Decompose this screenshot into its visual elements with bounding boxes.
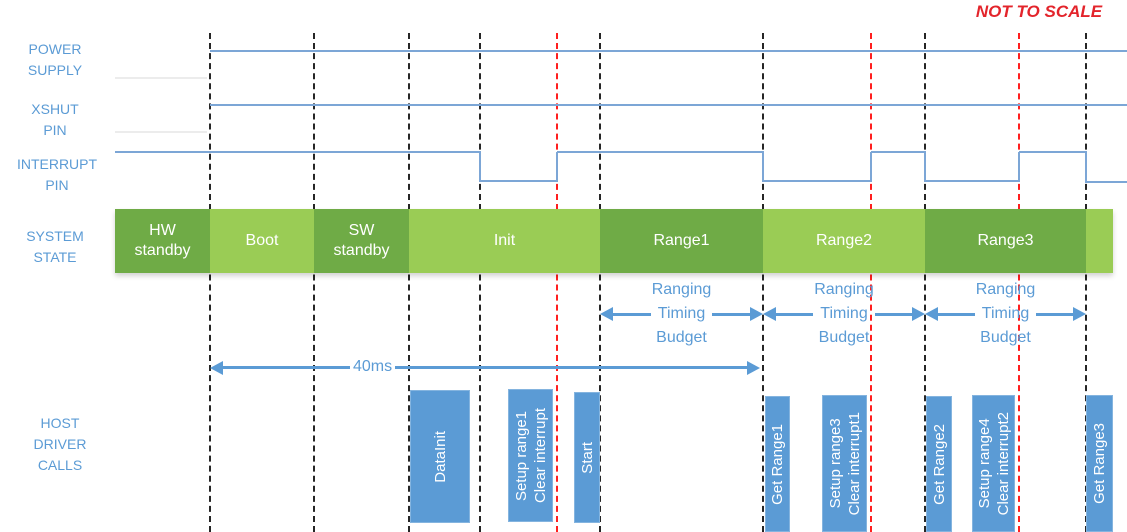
driver-call-label: Start: [578, 441, 596, 474]
driver-call-get-range2: Get Range2: [926, 396, 952, 532]
gridline-red: [870, 33, 872, 532]
row-label-system-state: SYSTEM STATE: [26, 228, 84, 265]
driver-call-get-range1: Get Range1: [765, 396, 790, 532]
interrupt-signal: [924, 152, 926, 182]
state-segment-label: Init: [493, 232, 516, 249]
driver-call-get-range3: Get Range3: [1086, 395, 1113, 532]
driver-call-datainit: DataInit: [410, 390, 470, 523]
state-segment-init: Init: [409, 209, 600, 273]
interrupt-signal: [480, 180, 558, 182]
driver-call-label: Setup range4 Clear interrupt2: [975, 411, 1012, 516]
budget-word-budget: Budget: [980, 329, 1031, 346]
interrupt-signal: [763, 180, 872, 182]
duration-label: 40ms: [350, 357, 396, 377]
driver-call-label: Get Range2: [930, 423, 948, 505]
gridline-black: [479, 33, 481, 532]
interrupt-signal: [925, 180, 1020, 182]
gridline-black: [599, 33, 601, 532]
interrupt-signal: [1019, 151, 1087, 153]
driver-call-start: Start: [574, 392, 600, 523]
interrupt-signal: [1085, 152, 1087, 183]
state-segment-range3: Range3: [925, 209, 1086, 273]
driver-call-label: DataInit: [431, 430, 449, 483]
budget-word-ranging: Ranging: [975, 281, 1036, 298]
system-state-bar: HW standby Boot SW standby Init Range1 Range2…: [115, 209, 1113, 273]
gridline-black: [313, 33, 315, 532]
budget-word-timing: Timing: [981, 305, 1030, 322]
power-supply-signal: [210, 50, 1127, 52]
state-segment-tail: [1086, 209, 1113, 273]
state-segment-label: SW standby: [333, 222, 390, 259]
state-segment-label: Range2: [815, 232, 873, 249]
interrupt-signal: [479, 152, 481, 182]
budget-word-timing: Timing: [820, 305, 868, 322]
gridline-black: [1085, 33, 1087, 532]
not-to-scale-label: NOT TO SCALE: [975, 2, 1103, 21]
budget-arrow: Timing: [763, 305, 926, 323]
state-segment-label: Range3: [977, 232, 1034, 249]
gridline-black: [762, 33, 764, 532]
state-segment-hw-standby: HW standby: [115, 209, 210, 273]
state-segment-label: Range1: [653, 232, 710, 249]
gridline-red: [1018, 33, 1020, 532]
driver-call-label: Get Range3: [1091, 423, 1108, 504]
arrowhead-left-icon: [210, 360, 223, 375]
state-segment-range1: Range1: [600, 209, 763, 273]
interrupt-signal: [1086, 181, 1127, 183]
interrupt-signal: [556, 152, 558, 182]
xshut-signal: [115, 131, 207, 133]
gridline-black: [924, 33, 926, 532]
arrowhead-right-icon: [912, 307, 926, 321]
xshut-signal: [210, 104, 1127, 106]
state-segment-sw-standby: SW standby: [314, 209, 409, 273]
budget-word-ranging: Ranging: [814, 281, 874, 298]
arrowhead-right-icon: [750, 307, 764, 321]
row-label-host-driver-calls: HOST DRIVER CALLS: [33, 415, 87, 473]
power-supply-signal: [115, 77, 207, 79]
arrowhead-right-icon: [1073, 307, 1087, 321]
budget-word-budget: Budget: [656, 329, 707, 346]
interrupt-signal: [1018, 152, 1020, 182]
driver-call-label: Setup range3 Clear interrupt1: [826, 411, 863, 516]
interrupt-signal: [870, 152, 872, 182]
interrupt-signal: [762, 152, 764, 182]
driver-call-label: Setup range1 Clear interrupt: [512, 407, 549, 504]
state-segment-boot: Boot: [210, 209, 314, 273]
interrupt-signal: [557, 151, 764, 153]
gridline-red: [556, 33, 558, 532]
arrowhead-left-icon: [925, 307, 938, 321]
row-label-xshut-pin: XSHUT PIN: [31, 101, 79, 138]
interrupt-signal: [871, 151, 926, 153]
driver-call-setup-range4: Setup range4 Clear interrupt2: [972, 395, 1015, 532]
budget-arrow: Timing: [925, 305, 1087, 323]
state-segment-range2: Range2: [763, 209, 925, 273]
gridline-black: [209, 33, 211, 532]
driver-call-setup-range3: Setup range3 Clear interrupt1: [822, 395, 867, 532]
duration-arrow-40ms: 40ms: [210, 357, 760, 377]
row-label-interrupt-pin: INTERRUPT PIN: [16, 156, 98, 193]
arrowhead-right-icon: [747, 360, 760, 375]
budget-word-budget: Budget: [818, 329, 870, 346]
state-segment-label: Boot: [245, 232, 279, 249]
arrowhead-left-icon: [600, 307, 613, 321]
gridline-black: [408, 33, 410, 532]
budget-arrow: Timing: [600, 305, 764, 323]
state-segment-label: HW standby: [134, 222, 191, 259]
row-label-power-supply: POWER SUPPLY: [27, 41, 83, 78]
driver-call-label: Get Range1: [769, 423, 786, 505]
interrupt-signal: [115, 151, 481, 153]
budget-word-ranging: Ranging: [651, 281, 712, 298]
arrowhead-left-icon: [763, 307, 776, 321]
driver-call-setup-range1: Setup range1 Clear interrupt: [508, 389, 553, 522]
budget-word-timing: Timing: [657, 305, 706, 322]
